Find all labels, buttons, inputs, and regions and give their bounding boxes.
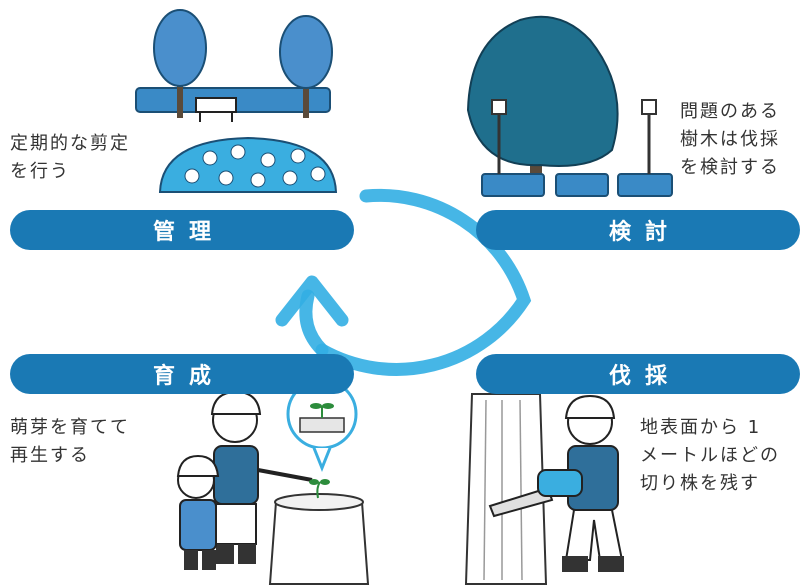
stage-label-bassai: 伐採 bbox=[476, 354, 800, 394]
woodcutter-chainsaw-icon bbox=[464, 393, 624, 585]
pruned-park-trees-icon bbox=[135, 9, 338, 193]
cycle-arrow-icon bbox=[275, 188, 532, 376]
stage-label-kanri: 管理 bbox=[10, 210, 354, 250]
stage-desc-kanri: 定期的な剪定 を行う bbox=[10, 133, 130, 182]
stage-desc-bassai: 地表面から 1 メートルほどの 切り株を残す bbox=[640, 417, 780, 494]
stage-desc-kento: 問題のある 樹木は伐採 を検討する bbox=[680, 101, 780, 178]
stage-desc-ikusei: 萌芽を育てて 再生する bbox=[10, 417, 130, 466]
children-and-sprout-icon bbox=[176, 378, 370, 585]
stage-label-kento: 検討 bbox=[476, 210, 800, 250]
stage-label-ikusei: 育成 bbox=[10, 354, 354, 394]
large-tree-with-lamps-icon bbox=[466, 15, 673, 197]
